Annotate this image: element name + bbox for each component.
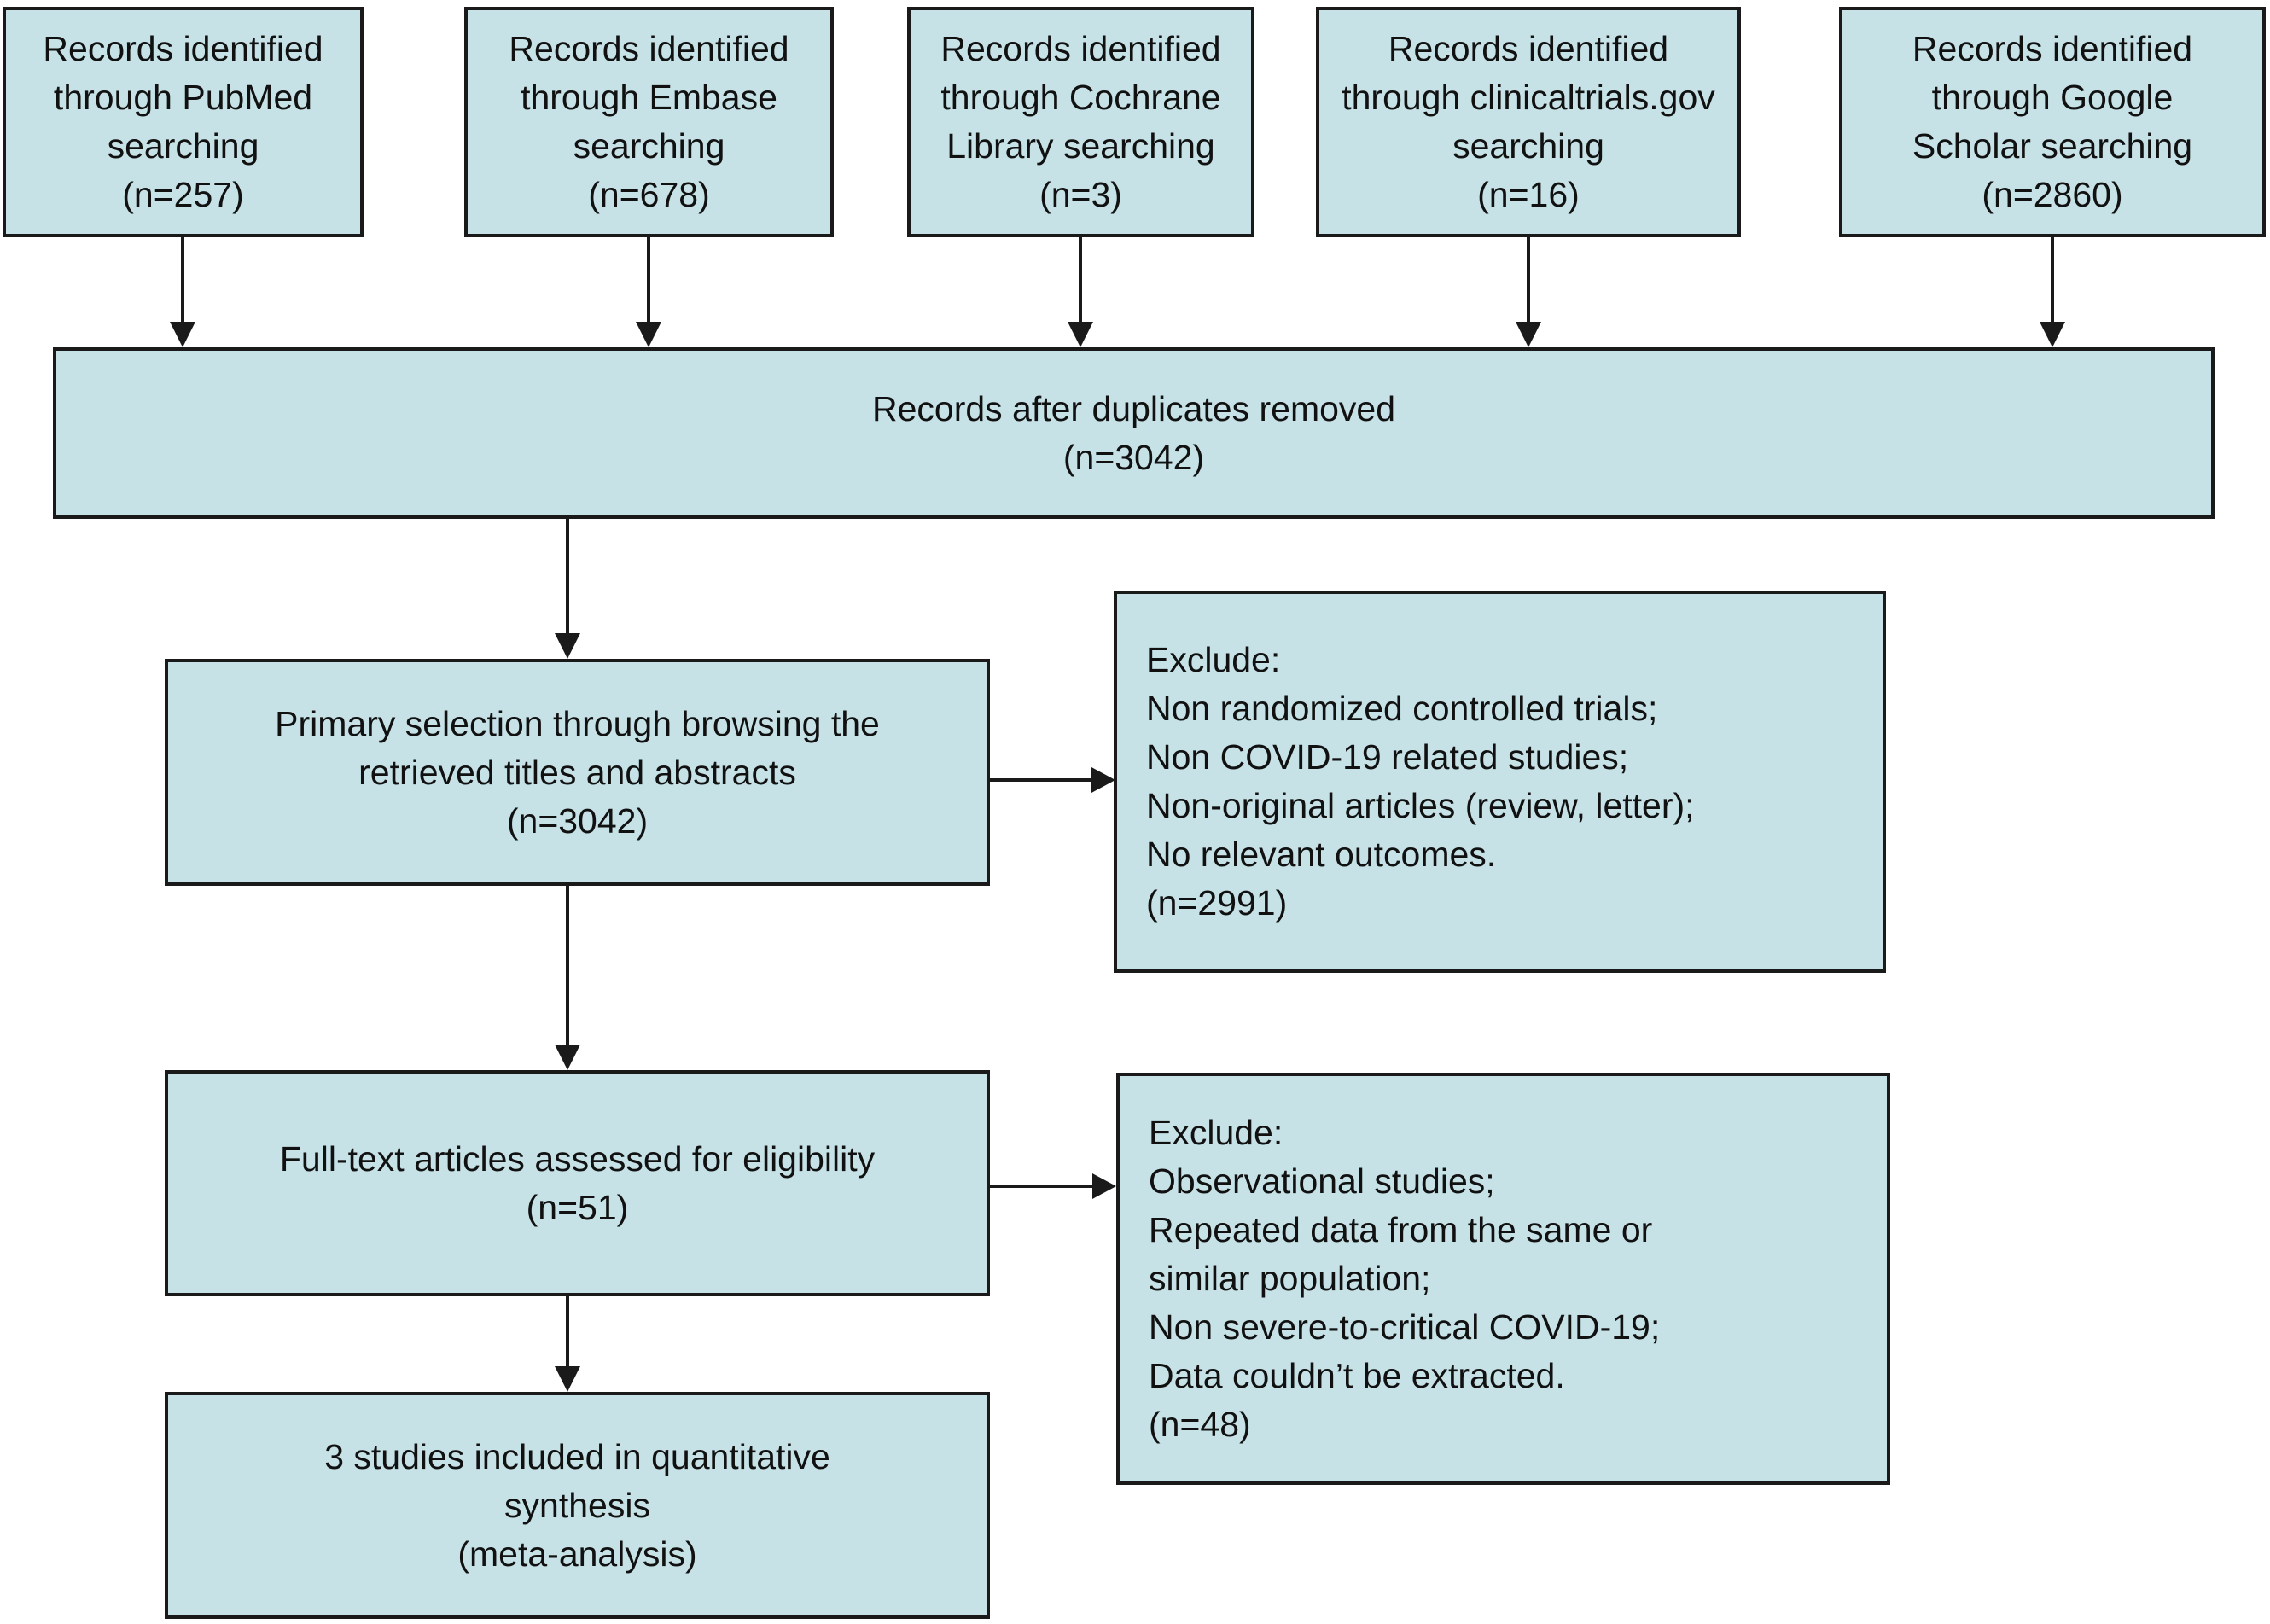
arrow-pubmed-down-head: [170, 322, 195, 347]
arrow-pubmed-down-line: [181, 237, 184, 323]
box-source-embase: Records identified through Embase search…: [464, 7, 834, 237]
arrow-clinicaltrials-down-line: [1527, 237, 1530, 323]
box-source-pubmed: Records identified through PubMed search…: [3, 7, 364, 237]
box-exclude-fulltext-text: Exclude: Observational studies; Repeated…: [1149, 1113, 1661, 1444]
box-fulltext-eligibility: Full-text articles assessed for eligibil…: [165, 1070, 990, 1296]
box-source-clinicaltrials: Records identified through clinicaltrial…: [1316, 7, 1741, 237]
arrow-embase-down-head: [636, 322, 661, 347]
box-source-pubmed-text: Records identified through PubMed search…: [43, 29, 323, 214]
arrow-fulltext-to-exclude2-line: [990, 1185, 1094, 1188]
arrow-primary-to-exclude1-line: [990, 778, 1094, 782]
box-exclude-primary: Exclude: Non randomized controlled trial…: [1114, 591, 1886, 973]
arrow-cochrane-down-head: [1068, 322, 1093, 347]
box-source-google-scholar: Records identified through Google Schola…: [1839, 7, 2266, 237]
box-exclude-primary-text: Exclude: Non randomized controlled trial…: [1146, 640, 1695, 923]
arrow-fulltext-to-included-line: [566, 1296, 569, 1366]
arrow-primary-to-exclude1-head: [1091, 767, 1115, 793]
arrow-embase-down-line: [647, 237, 650, 323]
box-primary-selection: Primary selection through browsing the r…: [165, 659, 990, 886]
arrow-cochrane-down-line: [1079, 237, 1082, 323]
box-included-studies-text: 3 studies included in quantitative synth…: [324, 1436, 830, 1574]
box-source-cochrane: Records identified through Cochrane Libr…: [907, 7, 1254, 237]
box-fulltext-eligibility-text: Full-text articles assessed for eligibil…: [279, 1138, 876, 1227]
arrow-duplicates-to-primary-head: [555, 633, 580, 659]
box-duplicates-removed: Records after duplicates removed (n=3042…: [53, 347, 2215, 519]
arrow-primary-to-fulltext-line: [566, 886, 569, 1045]
arrow-fulltext-to-included-head: [555, 1366, 580, 1392]
box-source-clinicaltrials-text: Records identified through clinicaltrial…: [1342, 29, 1715, 214]
arrow-fulltext-to-exclude2-head: [1092, 1173, 1116, 1199]
box-source-google-scholar-text: Records identified through Google Schola…: [1912, 29, 2193, 214]
box-included-studies: 3 studies included in quantitative synth…: [165, 1392, 990, 1619]
box-exclude-fulltext: Exclude: Observational studies; Repeated…: [1116, 1073, 1890, 1485]
box-primary-selection-text: Primary selection through browsing the r…: [275, 703, 880, 841]
arrow-primary-to-fulltext-head: [555, 1045, 580, 1070]
box-duplicates-removed-text: Records after duplicates removed (n=3042…: [871, 388, 1396, 477]
arrow-google-scholar-down-line: [2051, 237, 2054, 323]
arrow-google-scholar-down-head: [2040, 322, 2065, 347]
arrow-clinicaltrials-down-head: [1516, 322, 1541, 347]
box-source-cochrane-text: Records identified through Cochrane Libr…: [940, 29, 1221, 214]
arrow-duplicates-to-primary-line: [566, 519, 569, 633]
box-source-embase-text: Records identified through Embase search…: [509, 29, 789, 214]
